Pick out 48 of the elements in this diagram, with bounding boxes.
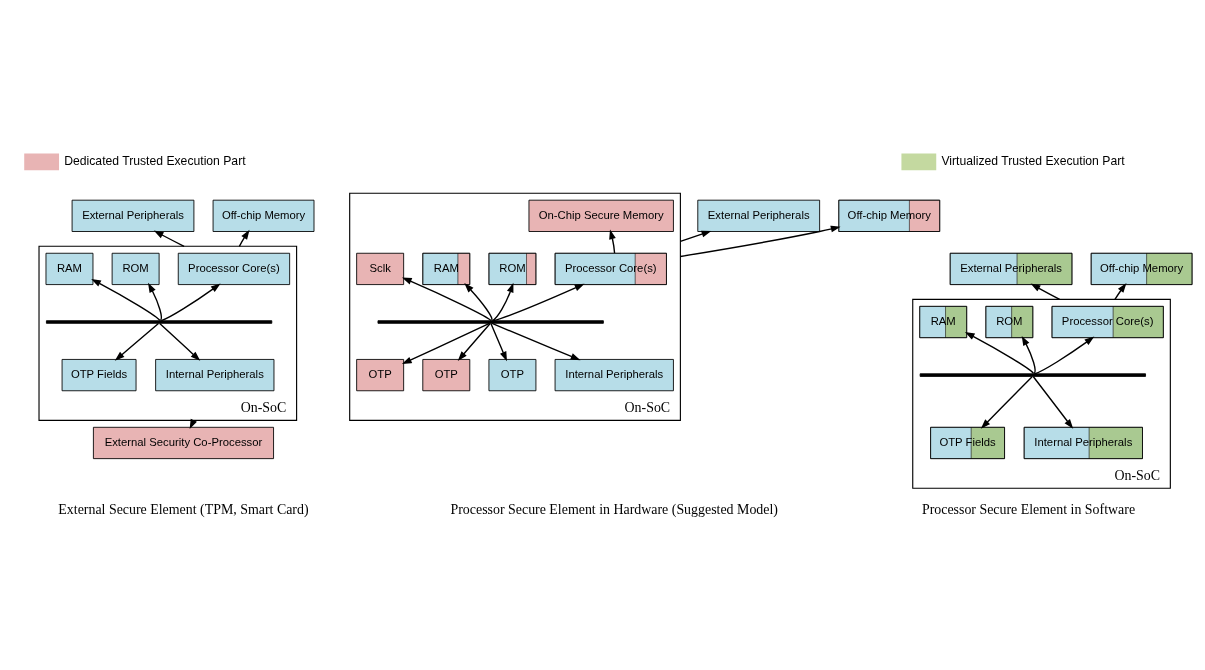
node-box: On-Chip Secure Memory [528,199,674,232]
node-box: ROM [111,252,160,285]
node-box: Sclk [356,252,405,285]
node-bar [919,372,1146,377]
arrow [980,375,1033,429]
arrow [679,225,841,257]
arrow [238,229,250,247]
node-bar [377,319,604,324]
arrow [464,282,493,321]
arrow [609,229,616,254]
node-bar [45,319,273,324]
node-box: OTP Fields [61,358,137,391]
node-box: RAM [45,252,94,285]
label: External Secure Element (TPM, Smart Card) [58,501,309,517]
arrow [679,230,712,242]
legend-label: Dedicated Trusted Execution Part [64,153,246,168]
arrow [491,282,514,321]
arrow [1032,375,1074,429]
arrow [964,331,1035,374]
node-box: Internal Peripherals [554,358,674,391]
node-box: External Peripherals [71,199,195,232]
arrow [148,282,162,321]
arrow [160,282,221,321]
arrow [1021,335,1036,374]
arrow [91,278,161,321]
arrow [159,322,201,361]
arrow [1030,283,1061,300]
label: Processor Secure Element in Software [921,501,1136,517]
arrow [114,322,160,361]
node-box: External Peripherals [697,199,821,232]
arrow [491,322,581,360]
arrow [401,276,492,321]
arrow [490,322,507,361]
arrow [457,322,491,361]
node-box: OTP [488,358,537,391]
arrow [153,230,185,247]
node-box: OTP [356,358,405,391]
node-box: Internal Peripherals [155,358,275,391]
node-box: OTP [422,358,471,391]
legend-label: Virtualized Trusted Execution Part [941,153,1125,168]
arrow [401,322,491,364]
label: Processor Secure Element in Hardware (Suggested Model) [450,501,778,517]
node-box: Processor Core(s) [177,252,291,285]
node-box: Off-chip Memory [212,199,315,232]
arrow [492,283,585,321]
arrow [1114,282,1127,300]
node-box: External Security Co-Processor [92,426,274,459]
arrow [1034,336,1095,374]
